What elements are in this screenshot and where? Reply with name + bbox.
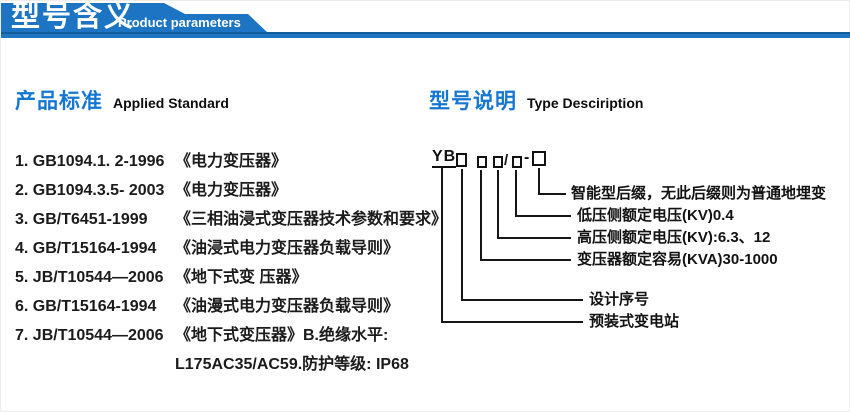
connector-suffix-vline (538, 168, 540, 195)
type-description-heading-cn: 型号说明 (429, 90, 517, 113)
label-lv-voltage: 低压侧额定电压(KV)0.4 (577, 207, 734, 224)
standard-title: 《油浸式电力变压器负载导则》 (175, 240, 400, 257)
standard-title: 《地下式变压器》B.绝缘水平: (175, 327, 389, 344)
connector-lv-hline (515, 215, 571, 217)
standard-item: 1. GB1094.1. 2-1996 《电力变压器》 (15, 147, 425, 176)
applied-standard-heading-en: Applied Standard (113, 95, 229, 111)
standard-title: 《电力变压器》 (175, 182, 288, 199)
standard-code: 1. GB1094.1. 2-1996 (15, 153, 165, 170)
applied-standard-heading-cn: 产品标准 (15, 90, 103, 113)
standard-item-continuation: L175AC35/AC59.防护等级: IP68 (15, 350, 425, 379)
label-smart-suffix: 智能型后缀，无此后缀则为普通地埋变 (571, 185, 827, 202)
model-code-box-suffix (532, 151, 546, 166)
type-description-heading: 型号说明 Type Desciription (429, 85, 643, 115)
model-code-slash: / (504, 152, 509, 169)
type-description-heading-en: Type Desciription (527, 95, 644, 111)
connector-hv-vline (497, 170, 499, 239)
applied-standard-heading: 产品标准 Applied Standard (15, 85, 229, 115)
standard-code: 3. GB/T6451-1999 (15, 211, 148, 228)
standard-code: 7. JB/T10544—2006 (15, 327, 164, 344)
standard-code: 5. JB/T10544—2006 (15, 269, 164, 286)
connector-design-vline (461, 169, 463, 301)
model-code-box-capacity (477, 156, 487, 168)
standard-code: 4. GB/T15164-1994 (15, 240, 157, 257)
standard-title: 《三相油浸式变压器技术参数和要求》 (175, 211, 448, 228)
standard-item: 4. GB/T15164-1994 《油浸式电力变压器负载导则》 (15, 234, 425, 263)
standard-title: 《电力变压器》 (175, 153, 288, 170)
connector-capacity-vline (480, 170, 482, 261)
model-code-dash: - (524, 149, 530, 166)
standard-code: 2. GB1094.3.5- 2003 (15, 182, 165, 199)
label-hv-voltage: 高压侧额定电压(KV):6.3、12 (577, 229, 771, 246)
standard-item: 3. GB/T6451-1999 《三相油浸式变压器技术参数和要求》 (15, 205, 447, 234)
label-design-serial: 设计序号 (589, 291, 650, 308)
standard-title: L175AC35/AC59.防护等级: IP68 (175, 356, 409, 373)
model-code-box-design (456, 153, 467, 167)
standard-title: 《油漫式电力变压器负载导则》 (175, 298, 400, 315)
standard-code: 6. GB/T15164-1994 (15, 298, 157, 315)
page-title: 型号含义 (11, 1, 136, 33)
connector-suffix-hline (538, 193, 566, 195)
standards-list: 1. GB1094.1. 2-1996 《电力变压器》 2. GB1094.3.5… (15, 147, 447, 379)
connector-design-hline (461, 299, 583, 301)
standard-item: 6. GB/T15164-1994 《油漫式电力变压器负载导则》 (15, 292, 425, 321)
connector-lv-vline (515, 170, 517, 217)
standard-item: 5. JB/T10544—2006 《地下式变 压器》 (15, 263, 425, 292)
page-subtitle: Product parameters (118, 15, 241, 30)
model-code-prefix: YB (432, 147, 457, 168)
model-code-box-hv (493, 156, 503, 168)
standard-title: 《地下式变 压器》 (175, 269, 308, 286)
label-prefab-substation: 预装式变电站 (589, 313, 680, 330)
connector-station-vline (441, 168, 443, 323)
connector-hv-hline (497, 237, 571, 239)
connector-capacity-hline (480, 259, 571, 261)
model-code-box-lv (512, 156, 522, 168)
label-rated-capacity: 变压器额定容易(KVA)30-1000 (577, 251, 778, 268)
connector-station-hline (441, 321, 583, 323)
header-divider-bar (1, 32, 850, 38)
standard-item: 7. JB/T10544—2006 《地下式变压器》B.绝缘水平: (15, 321, 425, 350)
standard-item: 2. GB1094.3.5- 2003 《电力变压器》 (15, 176, 425, 205)
